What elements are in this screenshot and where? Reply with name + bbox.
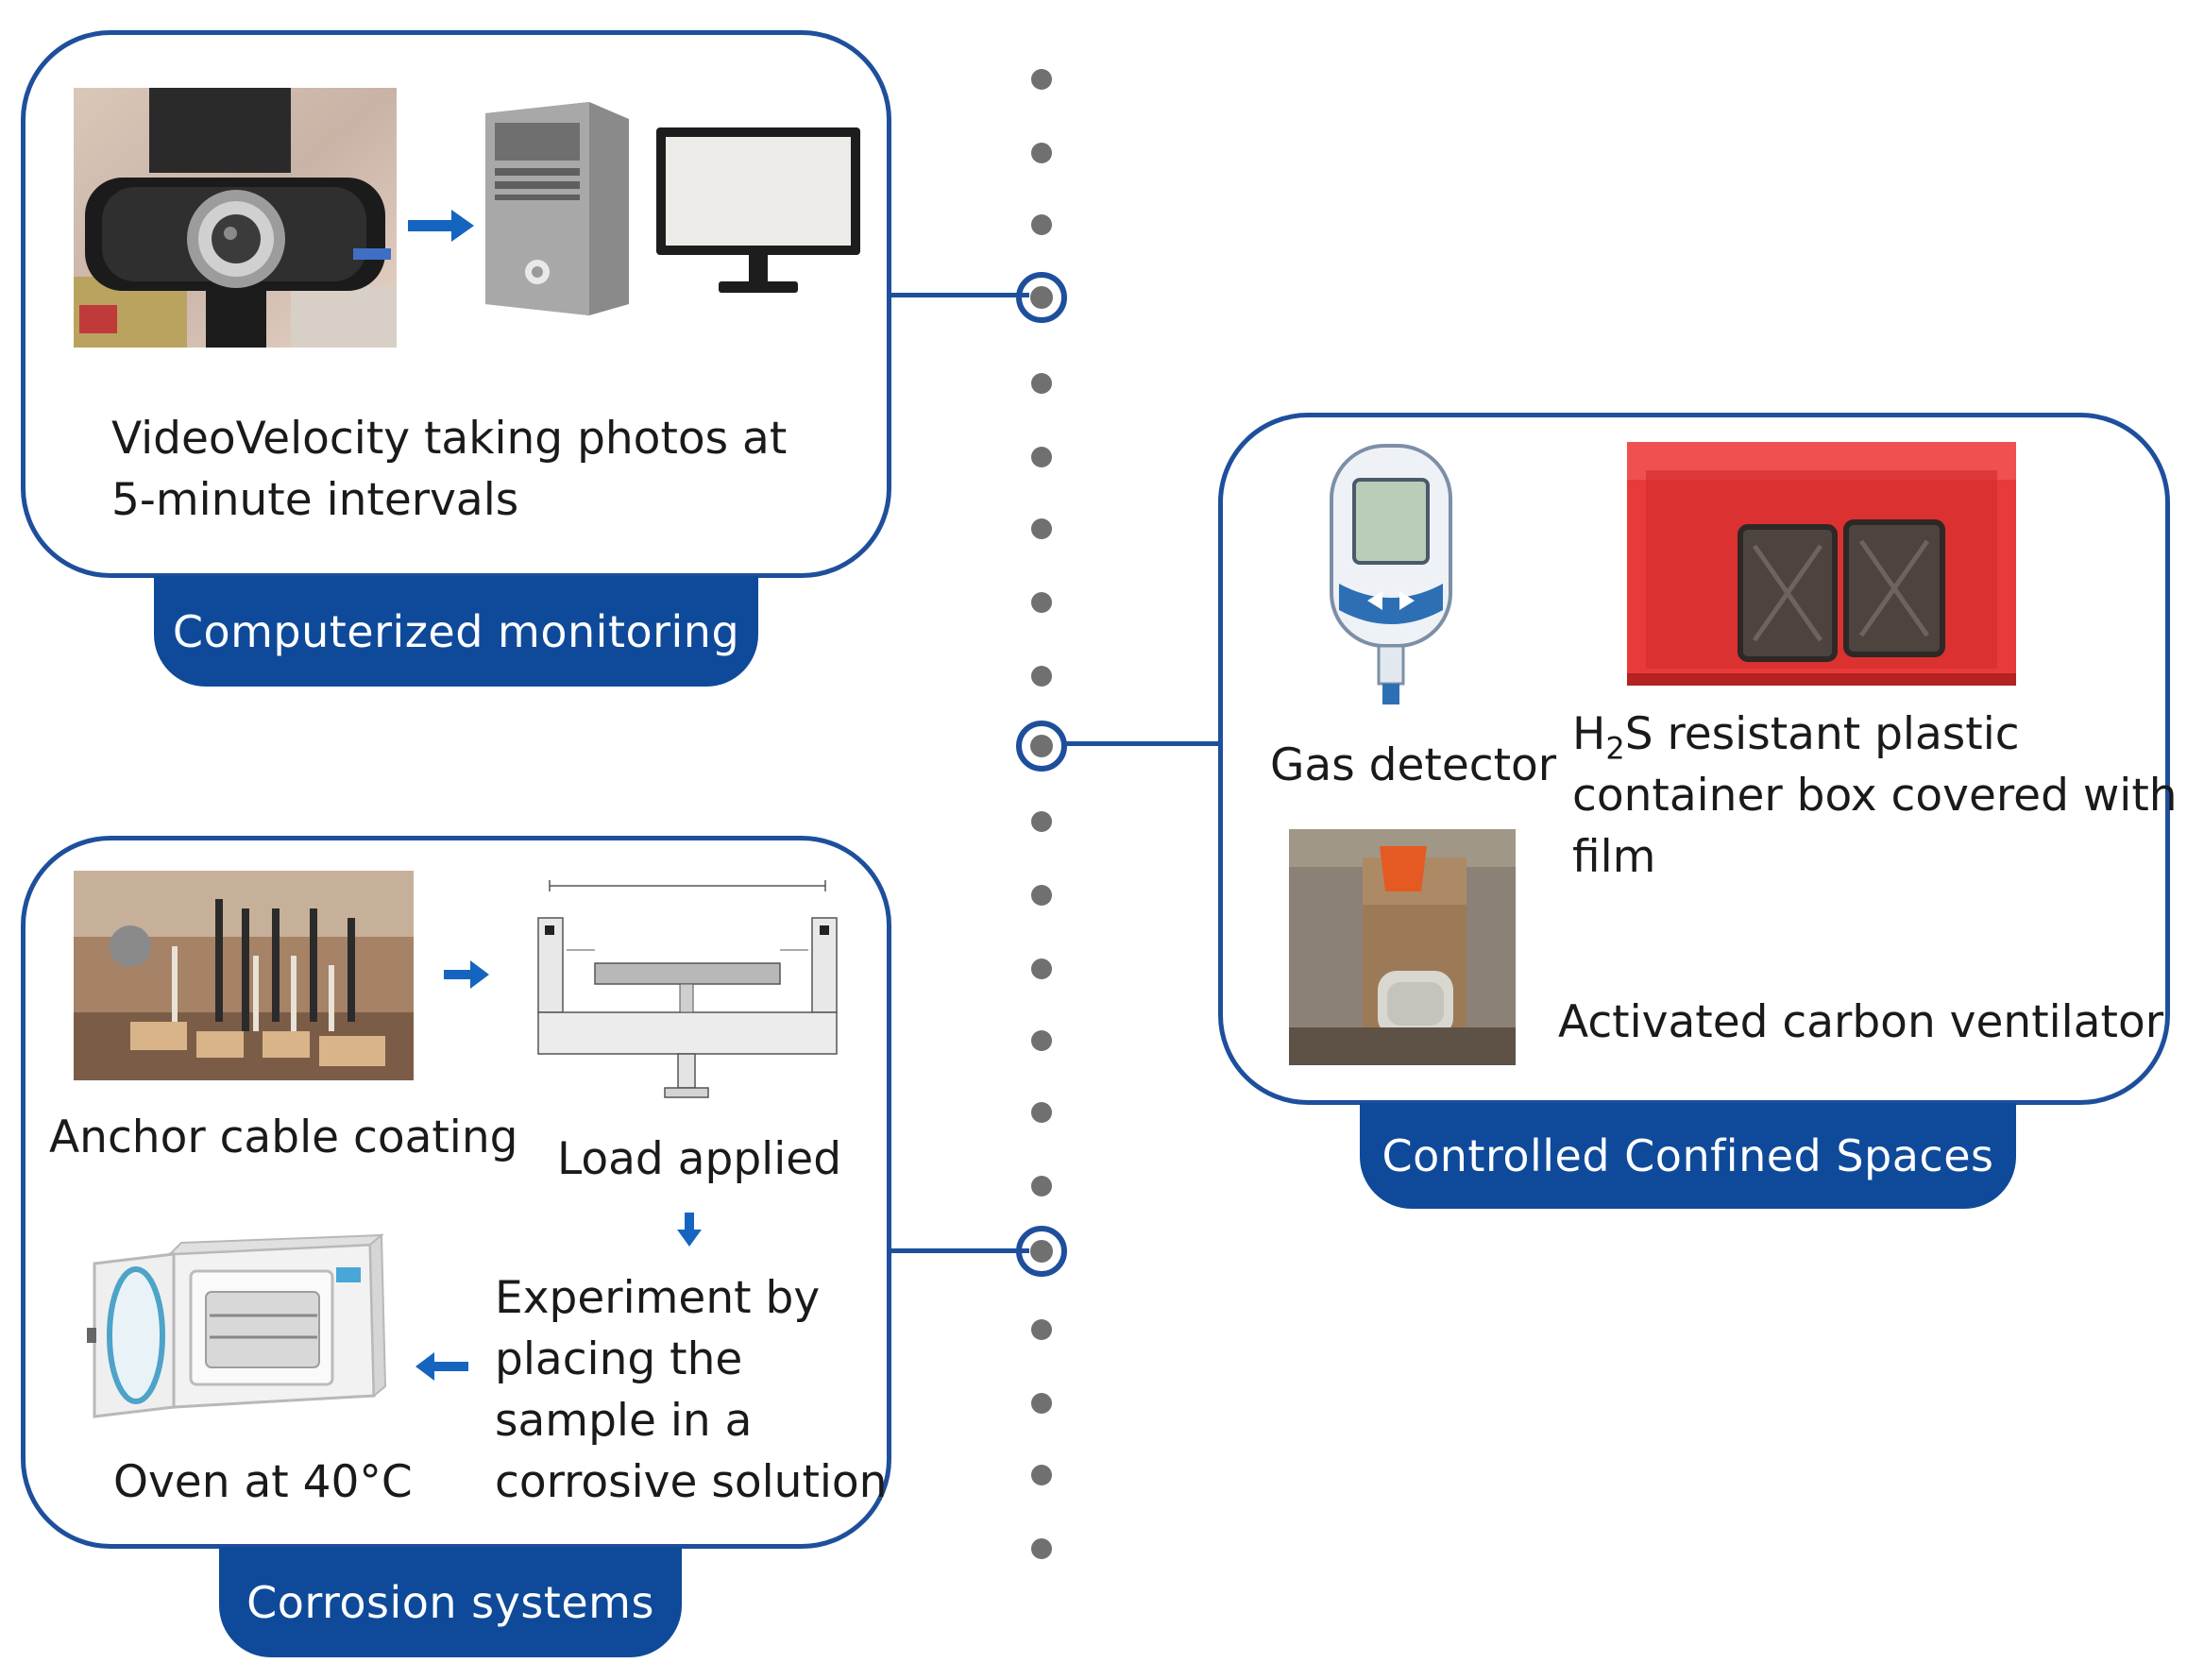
monitor-icon	[656, 127, 860, 293]
timeline-dot	[1031, 1465, 1052, 1485]
experiment-line3: sample in a	[495, 1395, 753, 1447]
timeline-node-center	[1030, 1240, 1053, 1263]
load-applied-label: Load applied	[557, 1133, 842, 1185]
connector-confined	[1062, 741, 1223, 746]
computer-tower-icon	[485, 102, 629, 315]
timeline-dot	[1031, 666, 1052, 687]
glucometer-gas-detector-icon	[1330, 444, 1452, 704]
arrow-down-icon	[677, 1213, 702, 1247]
timeline-dot	[1031, 143, 1052, 163]
container-sub: 2	[1605, 730, 1625, 767]
container-caption-line1: H2S resistant plastic	[1572, 704, 2020, 779]
timeline-dot	[1031, 1538, 1052, 1559]
container-h: H	[1572, 708, 1606, 760]
arrow-right-icon-corrosion	[444, 960, 489, 989]
load-fixture-diagram	[537, 880, 838, 1098]
container-rest: S resistant plastic	[1624, 708, 2020, 760]
timeline-dot	[1031, 447, 1052, 467]
timeline-dot	[1031, 885, 1052, 906]
oven-label: Oven at 40°C	[113, 1456, 413, 1508]
tab-controlled-confined-spaces: Controlled Confined Spaces	[1360, 1103, 2016, 1209]
anchor-cable-label: Anchor cable coating	[49, 1112, 518, 1163]
timeline-dot	[1031, 69, 1052, 90]
timeline-dot	[1031, 373, 1052, 394]
webcam-photo	[74, 88, 397, 348]
timeline-dot	[1031, 1319, 1052, 1340]
timeline-dot	[1031, 214, 1052, 235]
experiment-line2: placing the	[495, 1333, 743, 1385]
container-caption-line3: film	[1572, 831, 1656, 883]
timeline-dot	[1031, 592, 1052, 613]
container-box-photo	[1627, 442, 2016, 686]
oven-icon	[87, 1232, 387, 1418]
monitoring-caption-line1: VideoVelocity taking photos at	[111, 413, 788, 465]
timeline-node-center	[1030, 286, 1053, 309]
timeline-node-center	[1030, 735, 1053, 757]
timeline-dot	[1031, 1176, 1052, 1196]
timeline-dot	[1031, 959, 1052, 979]
arrow-left-icon	[415, 1352, 468, 1381]
timeline-dot	[1031, 1030, 1052, 1051]
ventilator-label: Activated carbon ventilator	[1558, 996, 2164, 1048]
arrow-right-icon	[408, 210, 474, 242]
monitoring-caption-line2: 5-minute intervals	[111, 474, 519, 526]
timeline-dot	[1031, 811, 1052, 832]
tab-computerized-monitoring: Computerized monitoring	[154, 576, 758, 687]
ventilator-photo	[1289, 829, 1516, 1065]
experiment-line4: corrosive solution	[495, 1456, 888, 1508]
timeline-dot	[1031, 1102, 1052, 1123]
timeline-dot	[1031, 518, 1052, 539]
container-caption-line2: container box covered with	[1572, 770, 2178, 822]
gas-detector-label: Gas detector	[1270, 739, 1557, 791]
tab-corrosion-systems: Corrosion systems	[219, 1547, 682, 1657]
connector-monitoring	[888, 293, 1029, 297]
anchor-cable-photo	[74, 871, 414, 1080]
timeline-dot	[1031, 1393, 1052, 1414]
experiment-line1: Experiment by	[495, 1272, 821, 1324]
connector-corrosion	[888, 1248, 1029, 1253]
